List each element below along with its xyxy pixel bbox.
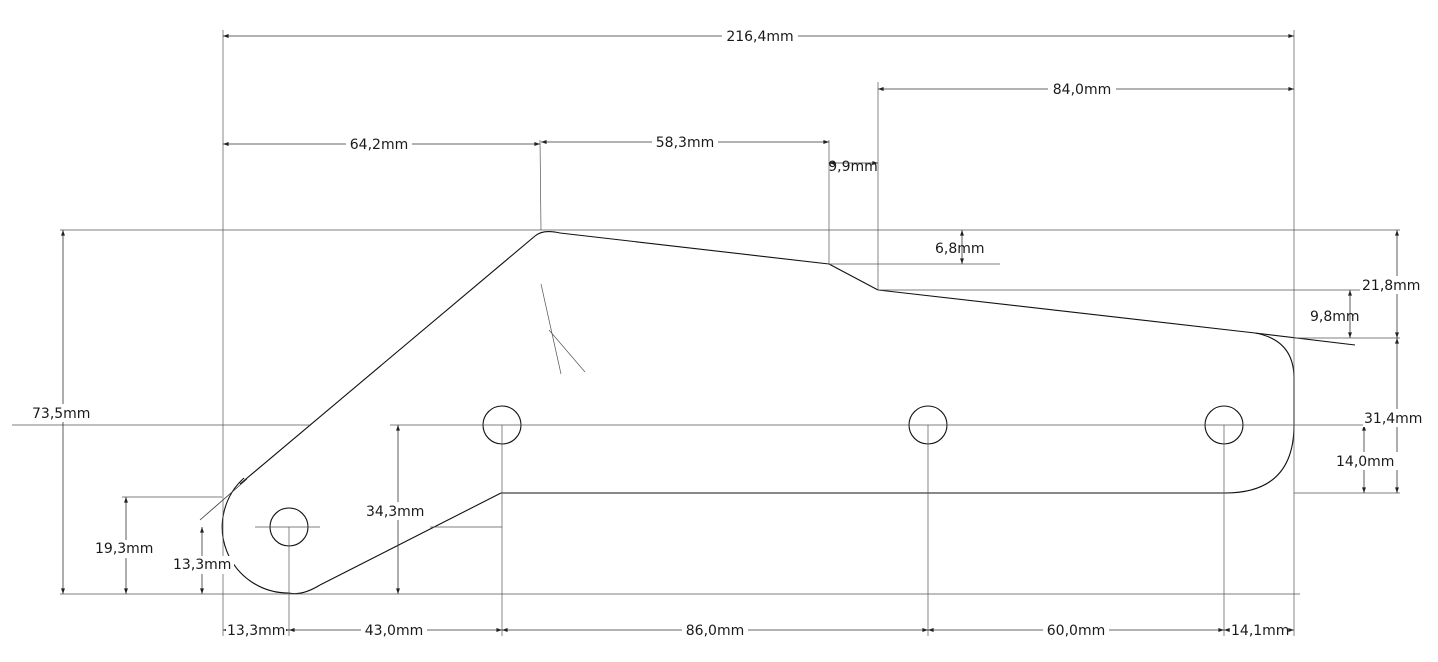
outline-bottom-fillet [288, 584, 321, 595]
label-left-hole-height: 19,3mm [95, 541, 153, 557]
label-right-slope-drop: 9,8mm [1310, 309, 1360, 325]
label-overall-height: 73,5mm [32, 406, 90, 422]
outline-apex-fillet [534, 230, 561, 237]
label-left-to-apex: 64,2mm [350, 137, 408, 153]
label-bottom-left: 13,3mm [227, 623, 285, 639]
outline-right-top-fillet [1254, 332, 1295, 379]
outline-top-slope-2 [877, 289, 1256, 334]
outline-top-slope-extension [1254, 332, 1356, 346]
outline-left-arc [221, 477, 290, 594]
label-step-drop: 6,8mm [935, 241, 985, 257]
part-outline [199, 230, 1356, 595]
label-overall-width: 216,4mm [726, 29, 793, 45]
label-step-to-right: 84,0mm [1053, 82, 1111, 98]
label-hole-row-height: 34,3mm [366, 504, 424, 520]
label-step-width: 9,9mm [828, 159, 878, 175]
label-left-radius: 13,3mm [173, 557, 231, 573]
tangent-construction-line [199, 478, 248, 521]
dimension-lines [61, 34, 1399, 632]
outline-lower-slope [319, 492, 502, 586]
label-hole-1-2: 43,0mm [365, 623, 423, 639]
label-bottom-right: 14,1mm [1231, 623, 1289, 639]
label-hole-2-3: 86,0mm [686, 623, 744, 639]
holes [269, 405, 1244, 547]
outline-top-slope-1 [559, 232, 830, 265]
label-right-block: 31,4mm [1364, 411, 1422, 427]
outline-right-bottom-fillet [1224, 424, 1295, 494]
label-right-hole: 14,0mm [1336, 454, 1394, 470]
label-right-top: 21,8mm [1362, 278, 1420, 294]
dimension-labels: 216,4mm 84,0mm 64,2mm 58,3mm 9,9mm 6,8mm… [30, 27, 1427, 639]
outline-step [828, 263, 879, 291]
outline-left-slope [239, 235, 536, 485]
extension-lines [12, 30, 1400, 636]
label-apex-to-step: 58,3mm [656, 135, 714, 151]
label-hole-3-4: 60,0mm [1047, 623, 1105, 639]
